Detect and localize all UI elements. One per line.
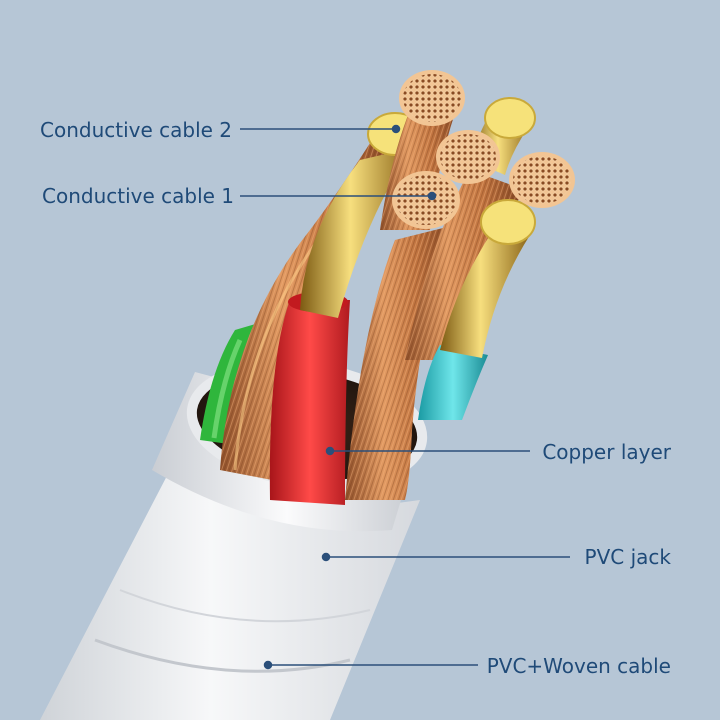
- strand-end-top-left: [399, 70, 465, 126]
- label-copper-layer: Copper layer: [542, 440, 671, 464]
- label-conductive-cable-1: Conductive cable 1: [42, 184, 235, 208]
- leader-lines: [240, 124, 570, 670]
- cyan-insulated-wire: [418, 199, 536, 420]
- label-pvc-woven-cable: PVC+Woven cable: [486, 654, 671, 678]
- strand-end-center: [436, 130, 500, 184]
- label-conductive-cable-2: Conductive cable 2: [40, 118, 233, 142]
- strand-end-front: [392, 171, 460, 229]
- label-pvc-jack: PVC jack: [584, 545, 671, 569]
- woven-cable-body: [40, 470, 420, 720]
- strand-end-right: [509, 152, 575, 208]
